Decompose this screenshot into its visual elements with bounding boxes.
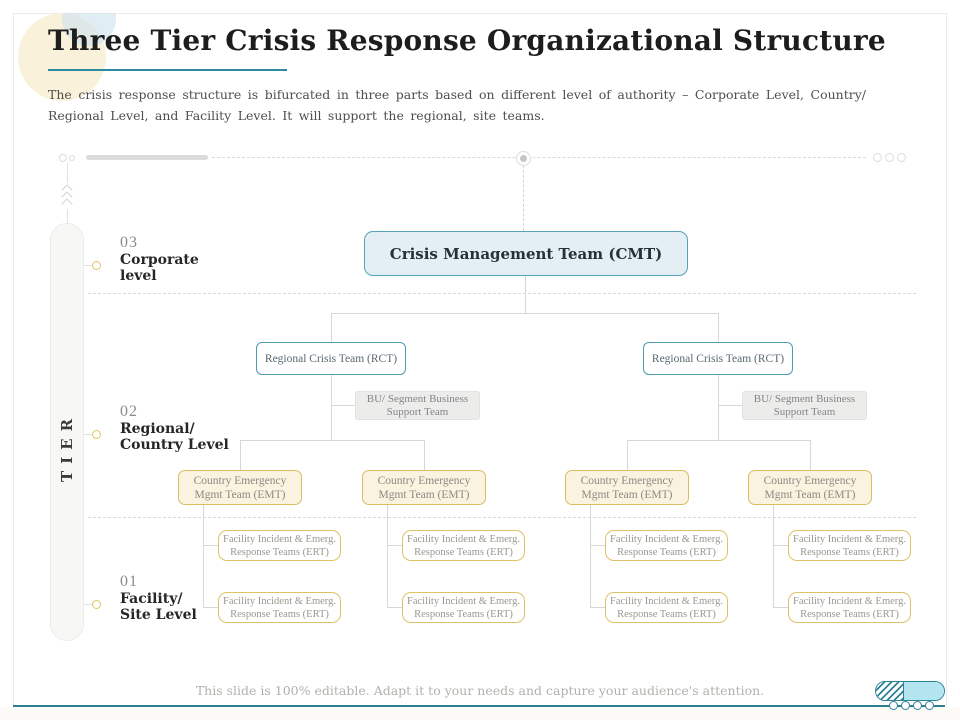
connector-line [590, 505, 591, 607]
baseline-ring-icon [901, 701, 910, 710]
tier-dot-stub [84, 434, 92, 435]
connector-line [331, 405, 355, 406]
connector-dashed-line [523, 165, 524, 231]
progress-capsule [875, 681, 945, 701]
decor-clip [13, 13, 945, 706]
tier-dot-stub [84, 604, 92, 605]
cmt-box: Crisis Management Team (CMT) [364, 231, 688, 276]
connector-line [773, 545, 788, 546]
tier-label: Facility/ Site Level [120, 591, 197, 623]
tier-level-dot-icon [92, 261, 101, 270]
capsule-fill [904, 682, 944, 700]
timeline-solid-segment [86, 155, 208, 160]
connector-line [424, 440, 425, 470]
emt-box: Country Emergency Mgmt Team (EMT) [178, 470, 302, 505]
emt-box: Country Emergency Mgmt Team (EMT) [362, 470, 486, 505]
connector-line [387, 545, 402, 546]
capsule-hatch-icon [876, 682, 904, 700]
connector-line [331, 313, 332, 342]
tier-dot-stub [84, 265, 92, 266]
tier-level-dot-icon [92, 430, 101, 439]
connector-line [240, 440, 241, 470]
timeline-end-ring-icon [873, 153, 882, 162]
connector-line [718, 375, 719, 440]
rct-box: Regional Crisis Team (RCT) [256, 342, 406, 375]
ert-box: Facility Incident & Emerg. Response Team… [788, 530, 911, 561]
tier-number: 01 [120, 573, 138, 590]
connector-line [203, 545, 218, 546]
ert-box: Facility Incident & Emerg. Response Team… [605, 530, 728, 561]
connector-line [67, 209, 68, 223]
connector-line [203, 607, 218, 608]
connector-line [773, 607, 788, 608]
tier-number: 03 [120, 234, 138, 251]
connector-line [240, 440, 424, 441]
connector-line [525, 276, 526, 313]
ert-box: Facility Incident & Emerg. Response Team… [218, 530, 341, 561]
baseline-ring-icon [925, 701, 934, 710]
baseline-ring-icon [889, 701, 898, 710]
tier-label: Corporate level [120, 252, 199, 284]
connector-line [718, 405, 742, 406]
connector-line [718, 313, 719, 342]
connector-line [67, 163, 68, 183]
connector-line [590, 607, 605, 608]
connector-line [627, 440, 810, 441]
slide-description: The crisis response structure is bifurca… [48, 87, 866, 123]
bu-support-box: BU/ Segment Business Support Team [742, 391, 867, 420]
timeline-start-ring-icon [69, 155, 75, 161]
timeline-start-ring-icon [59, 154, 67, 162]
connector-line [590, 545, 605, 546]
tier-axis-title: TIER [58, 411, 76, 482]
connector-line [203, 505, 204, 607]
connector-line [331, 313, 719, 314]
connector-line [810, 440, 811, 470]
connector-line [387, 607, 402, 608]
timeline-dot-icon [516, 151, 531, 166]
tier-divider [88, 293, 916, 294]
connector-line [387, 505, 388, 607]
timeline-dashed-line [212, 157, 866, 158]
tier-label: Regional/ Country Level [120, 421, 229, 453]
tier-level-dot-icon [92, 600, 101, 609]
ert-box: Facility Incident & Emerg. Response Team… [402, 592, 525, 623]
bu-support-box: BU/ Segment Business Support Team [355, 391, 480, 420]
bottom-strip [0, 707, 960, 720]
timeline-end-ring-icon [885, 153, 894, 162]
emt-box: Country Emergency Mgmt Team (EMT) [748, 470, 872, 505]
ert-box: Facility Incident & Emerg. Response Team… [788, 592, 911, 623]
baseline-ring-icon [913, 701, 922, 710]
connector-line [627, 440, 628, 470]
tier-divider [88, 517, 916, 518]
connector-line [331, 375, 332, 440]
emt-box: Country Emergency Mgmt Team (EMT) [565, 470, 689, 505]
rct-box: Regional Crisis Team (RCT) [643, 342, 793, 375]
page-title: Three Tier Crisis Response Organizationa… [48, 24, 886, 57]
ert-box: Facility Incident & Emerg. Response Team… [605, 592, 728, 623]
title-underline [48, 69, 287, 71]
tier-axis-track [50, 223, 84, 641]
timeline-end-ring-icon [897, 153, 906, 162]
footer-note: This slide is 100% editable. Adapt it to… [195, 683, 765, 698]
footer-baseline [13, 705, 945, 707]
tier-number: 02 [120, 403, 138, 420]
connector-line [773, 505, 774, 607]
ert-box: Facility Incident & Emerg. Response Team… [402, 530, 525, 561]
ert-box: Facility Incident & Emerg. Response Team… [218, 592, 341, 623]
